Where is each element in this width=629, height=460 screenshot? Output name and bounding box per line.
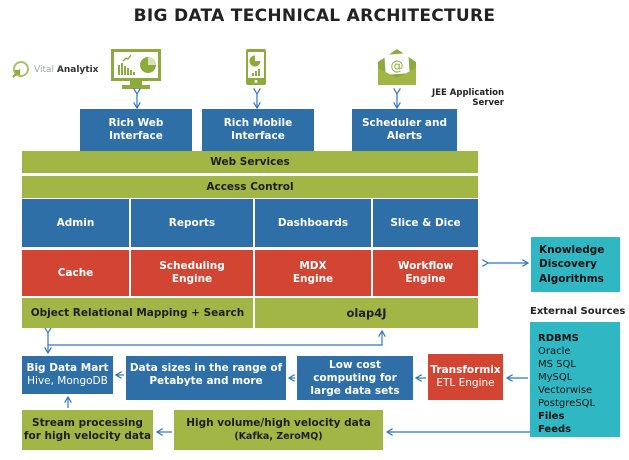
- mdx-line1: MDX: [299, 260, 327, 272]
- highvol-line1: High volume/high velocity data: [186, 417, 371, 429]
- server-label-line1: JEE Application: [432, 88, 504, 98]
- mart-sub: Hive, MongoDB: [27, 375, 108, 387]
- scheduler-line2: Alerts: [386, 130, 423, 142]
- external-item: RDBMS: [538, 333, 579, 344]
- module-slice-and-dice[interactable]: Slice & Dice: [373, 199, 478, 247]
- knowledge-line3: Algorithms: [539, 272, 604, 285]
- logo-text-light: Vital: [34, 65, 55, 75]
- arrow-olap-connector: [48, 331, 382, 346]
- external-sources-heading: External Sources: [530, 306, 626, 317]
- etl-title: Transformix: [430, 364, 501, 376]
- logo-text: Vital Analytix: [34, 65, 98, 75]
- engine-cache[interactable]: Cache: [22, 250, 129, 296]
- lowcost-line3: large data sets: [310, 384, 400, 397]
- workflow-line1: Workflow: [397, 260, 454, 272]
- orm-search-layer[interactable]: Object Relational Mapping + Search: [22, 298, 253, 328]
- high-volume-velocity-data[interactable]: High volume/high velocity data (Kafka, Ze…: [174, 410, 383, 450]
- server-label-line2: Server: [472, 98, 504, 108]
- email-envelope-icon: @: [378, 49, 416, 85]
- monitor-chart-icon: [111, 49, 161, 89]
- module-dashboards[interactable]: Dashboards: [255, 199, 371, 247]
- cache-label: Cache: [57, 266, 94, 279]
- access-control-layer[interactable]: Access Control: [22, 176, 478, 198]
- rich-mobile-line1: Rich Mobile: [223, 117, 293, 129]
- stream-line2: for high velocity data: [23, 430, 152, 442]
- scheduler-line1: Scheduler and: [361, 117, 447, 129]
- knowledge-line2: Discovery: [539, 258, 597, 271]
- external-item: Feeds: [538, 424, 572, 435]
- external-item: Files: [538, 411, 565, 422]
- diagram-title: BIG DATA TECHNICAL ARCHITECTURE: [133, 6, 496, 26]
- external-item: PostgreSQL: [538, 398, 596, 409]
- external-item: Vectorwise: [538, 385, 593, 396]
- logo: Vital Analytix: [10, 60, 120, 80]
- rich-web-line2: Interface: [109, 130, 163, 142]
- external-item: Oracle: [538, 346, 571, 357]
- lowcost-line1: Low cost: [329, 358, 381, 371]
- stream-line1: Stream processing: [32, 417, 143, 429]
- external-sources-box[interactable]: RDBMS Oracle MS SQL MySQL Vectorwise Pos…: [530, 322, 620, 437]
- mdx-line2: Engine: [292, 273, 334, 285]
- web-services-layer[interactable]: Web Services: [22, 151, 478, 173]
- module-admin[interactable]: Admin: [22, 199, 129, 247]
- svg-text:@: @: [391, 59, 404, 74]
- mart-title: Big Data Mart: [26, 362, 109, 374]
- external-item: MySQL: [538, 372, 573, 383]
- vital-analytix-logo-icon: [12, 61, 29, 78]
- logo-text-bold: Analytix: [56, 65, 99, 75]
- rich-web-line1: Rich Web: [108, 117, 164, 129]
- petabyte-line2: Petabyte and more: [149, 375, 263, 387]
- workflow-line2: Engine: [405, 273, 446, 285]
- scheduling-line1: Scheduling: [159, 260, 225, 272]
- knowledge-line1: Knowledge: [539, 243, 605, 256]
- highvol-line2: (Kafka, ZeroMQ): [234, 431, 323, 442]
- lowcost-line2: computing for: [313, 371, 397, 384]
- external-item: MS SQL: [538, 359, 576, 370]
- rich-mobile-line2: Interface: [231, 130, 285, 142]
- mobile-chart-icon: [246, 49, 266, 85]
- server-label: JEE Application Server: [420, 88, 504, 108]
- etl-sub: ETL Engine: [436, 377, 495, 389]
- olap4j-layer[interactable]: olap4J: [255, 298, 478, 328]
- scheduling-line2: Engine: [171, 273, 213, 285]
- petabyte-line1: Data sizes in the range of: [129, 362, 283, 374]
- module-reports[interactable]: Reports: [131, 199, 253, 247]
